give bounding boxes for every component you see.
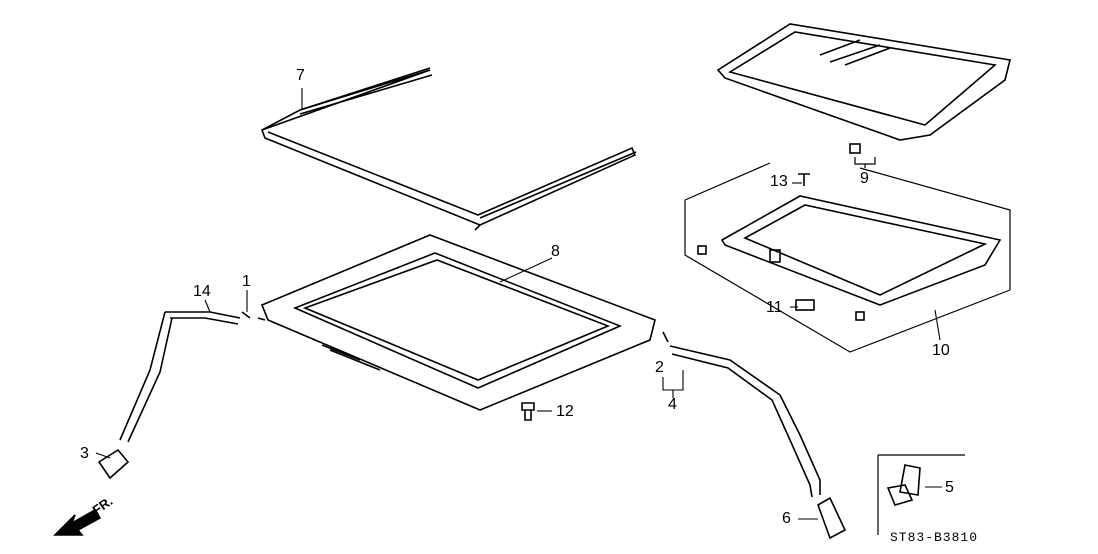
- leader-lines: [95, 88, 942, 520]
- callout-11: 11: [766, 299, 783, 316]
- callout-4: 4: [668, 396, 677, 413]
- callout-13: 13: [770, 173, 788, 190]
- glass-drawing: [716, 23, 1011, 154]
- callout-9: 9: [860, 170, 869, 187]
- bolt-drawing: [521, 402, 535, 421]
- sunroof-frame-drawing: [260, 234, 656, 411]
- callout-5: 5: [945, 479, 954, 496]
- callout-12: 12: [556, 403, 574, 420]
- callout-1: 1: [242, 273, 251, 290]
- front-direction-arrow-icon: [53, 508, 102, 536]
- callout-10: 10: [932, 342, 950, 359]
- rear-drain-tube-drawing: [662, 331, 847, 540]
- diagram-code: ST83-B3810: [890, 530, 979, 545]
- callout-2: 2: [655, 359, 664, 376]
- callout-3: 3: [80, 445, 89, 462]
- sunroof-seal-drawing: [260, 67, 637, 231]
- sunshade-drawing: [684, 162, 1011, 353]
- callout-6: 6: [782, 510, 791, 527]
- callout-7: 7: [296, 67, 305, 84]
- callout-8: 8: [551, 243, 560, 260]
- callout-14: 14: [193, 283, 211, 300]
- drain-elbow-inset-drawing: [886, 464, 921, 506]
- front-drain-tube-drawing: [97, 311, 266, 480]
- inset-border: [877, 454, 965, 535]
